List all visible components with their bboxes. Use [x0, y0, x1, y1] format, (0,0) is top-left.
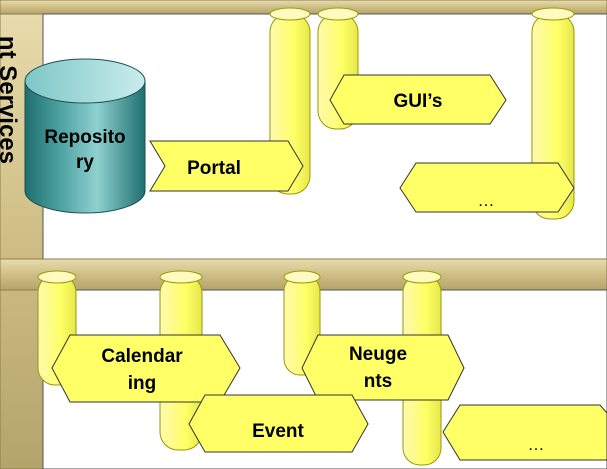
node-top-more: …	[399, 162, 575, 213]
node-neugents: Neuge nts	[301, 334, 465, 401]
node-event-label: Event	[252, 421, 304, 442]
repository-label-line2: ry	[76, 152, 94, 173]
node-neugents-label-line1: Neuge	[349, 344, 407, 365]
node-bottom-more: …	[442, 404, 607, 461]
node-guis: GUI’s	[329, 74, 507, 125]
node-calendaring: Calendar ing	[51, 334, 241, 403]
node-event: Event	[188, 394, 369, 453]
node-calendaring-label-line1: Calendar	[101, 346, 183, 367]
repository-cylinder: Reposito ry	[24, 58, 146, 214]
node-calendaring-label-line2: ing	[128, 373, 157, 394]
node-top-more-label: …	[478, 191, 495, 210]
node-portal-label: Portal	[187, 158, 241, 179]
node-bottom-more-label: …	[528, 435, 545, 454]
node-neugents-label-line2: nts	[364, 371, 393, 392]
repository-label-line1: Reposito	[44, 127, 125, 148]
side-services-label: nt Services	[0, 35, 21, 164]
node-guis-label: GUI’s	[394, 91, 443, 112]
node-portal: Portal	[149, 140, 304, 192]
